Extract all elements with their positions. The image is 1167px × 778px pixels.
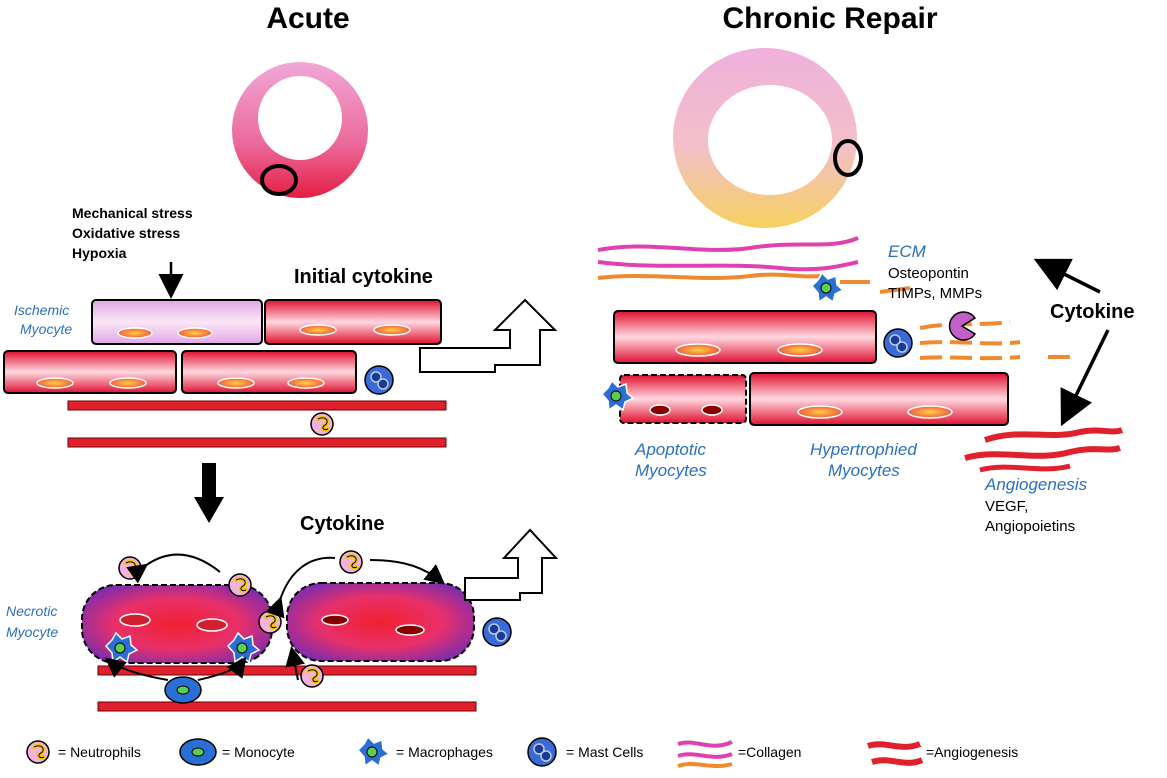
neutrophil-b4 [338, 549, 364, 575]
legend-angiogenesis-icon [867, 741, 924, 766]
apoptotic-label-1: Apoptotic [634, 440, 706, 459]
neutrophil-b2 [227, 572, 253, 598]
stress-line-3: Hypoxia [72, 245, 127, 261]
legend-neutrophil-icon [25, 739, 51, 765]
vessel-acute-3 [97, 665, 477, 676]
monocyte-b1 [164, 676, 202, 704]
legend-monocyte: = Monocyte [222, 744, 295, 760]
migration-arrow-5 [197, 656, 247, 681]
initial-cytokine-label: Initial cytokine [294, 266, 433, 288]
legend-angiogenesis: =Angiogenesis [926, 744, 1018, 760]
angiogenesis-label: Angiogenesis [984, 475, 1088, 494]
legend: = Neutrophils = Monocyte = Macrophages =… [25, 736, 1018, 768]
neutrophil-acute-top [309, 411, 335, 437]
neutrophil-b1 [117, 555, 143, 581]
cytokine-arrow-ecm [1033, 258, 1101, 294]
angiogenesis-vessels [964, 427, 1124, 473]
migration-arrow-2 [265, 556, 336, 619]
angio-factor-2: Angiopoietins [985, 518, 1075, 535]
legend-mast-cells: = Mast Cells [566, 744, 643, 760]
vessel-acute-1 [67, 400, 447, 411]
legend-collagen-icon [677, 740, 733, 768]
necrotic-label-1: Necrotic [6, 603, 57, 619]
ecm-factor-1: Osteopontin [888, 265, 969, 282]
ecm-factor-2: TIMPs, MMPs [888, 285, 982, 302]
migration-arrow-4 [104, 657, 169, 681]
legend-neutrophils: = Neutrophils [58, 744, 141, 760]
ischemic-myocyte [91, 299, 263, 345]
apoptotic-myocyte [619, 374, 747, 424]
ischemic-label-1: Ischemic [14, 302, 69, 318]
vessel-acute-4 [97, 701, 477, 712]
hypertrophied-myocyte-bottom [749, 372, 1009, 426]
hypertrophied-myocyte-top [613, 310, 877, 364]
mmp-pacman [948, 311, 977, 341]
acute-lesion-circle [260, 164, 298, 196]
mast-cell-b1 [482, 617, 512, 647]
mast-cell-chronic [883, 328, 913, 358]
angio-factor-1: VEGF, [985, 498, 1028, 515]
necrotic-myocyte-right [286, 582, 475, 662]
neutrophil-b3 [257, 609, 283, 635]
migration-arrow-1 [126, 553, 221, 584]
myocyte-lower-left [3, 350, 177, 394]
migration-arrow-6 [285, 646, 305, 681]
neutrophil-b5 [299, 663, 325, 689]
chronic-lesion-circle [833, 139, 863, 177]
legend-macrophage-icon [357, 736, 390, 767]
vessel-acute-2 [67, 437, 447, 448]
acute-heart-ring [232, 62, 368, 198]
mast-cell-acute-top [364, 365, 394, 395]
ischemic-label-2: Myocyte [20, 321, 72, 337]
chronic-title: Chronic Repair [722, 2, 937, 35]
hypertrophied-label-1: Hypertrophied [810, 440, 917, 459]
legend-macrophages: = Macrophages [396, 744, 493, 760]
cytokine-arrow-angio [1060, 329, 1110, 427]
collagen-fibers [597, 236, 1070, 361]
migration-arrow-3 [369, 559, 446, 585]
myocyte-lower-right [181, 350, 357, 394]
hollow-arrow-acute-top [419, 298, 558, 373]
myocyte-top-right [264, 299, 442, 345]
hollow-arrow-acute-bottom [464, 528, 559, 601]
cytokine-acute-label: Cytokine [300, 513, 384, 535]
cytokine-chronic-label: Cytokine [1050, 301, 1134, 323]
legend-collagen: =Collagen [738, 744, 801, 760]
acute-title: Acute [266, 2, 349, 35]
stress-line-1: Mechanical stress [72, 205, 193, 221]
legend-monocyte-icon [179, 738, 217, 766]
apoptotic-label-2: Myocytes [635, 461, 707, 480]
ecm-label: ECM [888, 242, 927, 261]
chronic-heart-ring [673, 48, 863, 228]
legend-mast-cell-icon [527, 737, 557, 767]
necrotic-label-2: Myocyte [6, 624, 58, 640]
down-arrow [194, 463, 224, 523]
stress-line-2: Oxidative stress [72, 225, 180, 241]
hypertrophied-label-2: Myocytes [828, 461, 900, 480]
